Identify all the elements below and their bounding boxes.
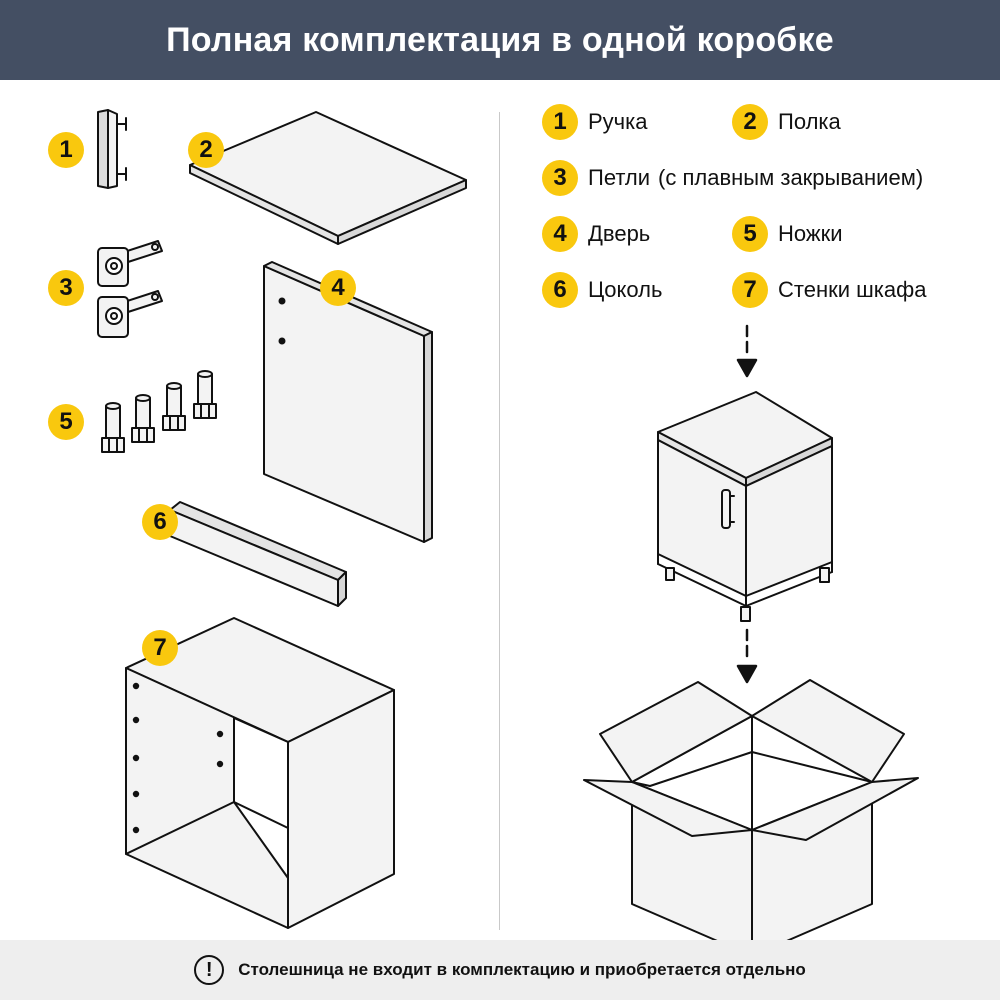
legend-item-4: 4 Дверь [542,216,650,252]
legend-badge-7: 7 [732,272,768,308]
legend-label-7: Стенки шкафа [778,277,927,302]
door-part [263,261,433,543]
down-arrow-2 [736,628,758,684]
legend-item-2: 2 Полка [732,104,841,140]
assembled-cabinet [657,391,833,622]
legend-label-5: Ножки [778,221,843,246]
legend-label-4: Дверь [588,221,651,246]
down-arrow-1 [736,324,758,378]
badge-7: 7 [142,630,178,666]
plinth-part [169,501,347,607]
legend-badge-2: 2 [732,104,768,140]
legs-part [101,370,217,453]
handle-part [97,109,127,189]
badge-6: 6 [142,504,178,540]
cabinet-walls-part [125,617,395,929]
legend-item-1: 1 Ручка [542,104,647,140]
exclamation-icon: ! [194,955,225,985]
legend-item-3: 3 Петли (с плавным закрыванием) [542,160,923,196]
legend-badge-6: 6 [542,272,578,308]
footer-notice: ! Столешница не входит в комплектацию и … [0,940,1000,1000]
shelf-part [189,111,467,245]
legend-item-6: 6 Цоколь [542,272,662,308]
badge-1: 1 [48,132,84,168]
column-divider [499,112,500,930]
page-title: Полная комплектация в одной коробке [166,20,834,59]
hinges-part [97,240,163,338]
badge-3: 3 [48,270,84,306]
legend-item-7: 7 Стенки шкафа [732,272,926,308]
legend-label-3: Петли [588,165,651,190]
legend-label-1: Ручка [588,109,648,134]
footer-text: Столешница не входит в комплектацию и пр… [238,960,806,979]
legend-label-2: Полка [778,109,841,134]
legend-label-6: Цоколь [588,277,663,302]
badge-5: 5 [48,404,84,440]
legend-note-3: (с плавным закрыванием) [658,165,924,190]
legend-item-5: 5 Ножки [732,216,843,252]
legend-badge-5: 5 [732,216,768,252]
header-banner: Полная комплектация в одной коробке [0,0,1000,80]
legend-badge-4: 4 [542,216,578,252]
badge-4: 4 [320,270,356,306]
open-box [583,679,919,957]
legend-badge-3: 3 [542,160,578,196]
badge-2: 2 [188,132,224,168]
legend-badge-1: 1 [542,104,578,140]
